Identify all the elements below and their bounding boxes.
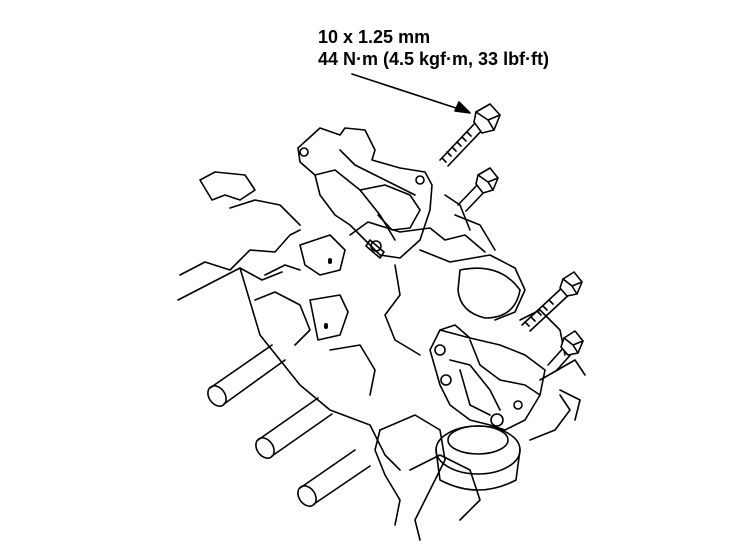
upper-mount-bracket — [297, 127, 433, 259]
bolt-lower-first — [521, 271, 583, 332]
bolt-size-label: 10 x 1.25 mm — [318, 27, 431, 47]
callout-leader-arrow — [351, 73, 471, 114]
torque-spec-label: 44 N·m (4.5 kgf·m, 33 lbf·ft) — [318, 49, 550, 69]
bolt-callout — [439, 103, 501, 167]
mount-bolts — [439, 103, 584, 372]
mount-insulator — [435, 425, 521, 491]
bolt-upper-second — [457, 167, 499, 212]
bolt-lower-second — [547, 330, 584, 372]
torque-callout: 10 x 1.25 mm 44 N·m (4.5 kgf·m, 33 lbf·f… — [318, 26, 549, 70]
dowel-pins — [207, 344, 371, 507]
lower-mount-bracket — [429, 324, 546, 431]
engine-block — [177, 171, 586, 541]
